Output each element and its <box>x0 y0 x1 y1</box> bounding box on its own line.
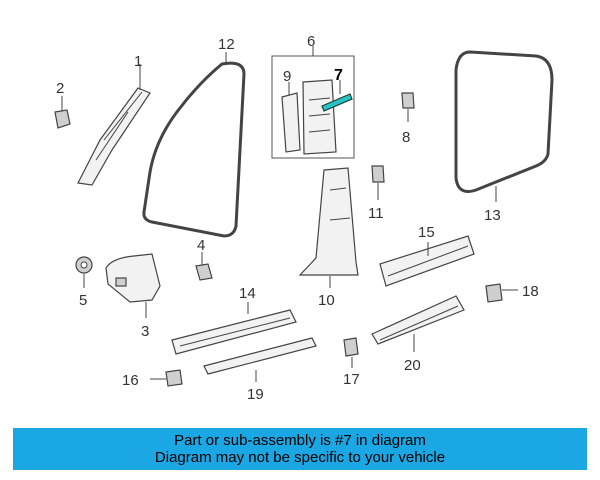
part-6-group-box <box>271 46 355 159</box>
part-13-rear-weatherstrip <box>454 50 554 202</box>
part-9-trim <box>281 92 301 153</box>
part-7-highlighted-trim <box>321 93 353 112</box>
part-11-clip <box>371 165 385 200</box>
part-2-clip <box>54 96 71 129</box>
callout-4: 4 <box>197 237 205 254</box>
part-14-sill-plate <box>171 302 297 355</box>
callout-13: 13 <box>484 207 501 224</box>
callout-5: 5 <box>79 292 87 309</box>
part-12-front-weatherstrip <box>142 52 246 238</box>
parts-diagram: 1 2 3 4 5 6 7 8 9 10 11 12 13 14 15 16 1… <box>54 33 554 403</box>
part-15-sill-trim <box>379 235 475 287</box>
callout-14: 14 <box>239 285 256 302</box>
callout-8: 8 <box>402 129 410 146</box>
callout-16: 16 <box>122 372 139 389</box>
part-10-b-pillar-lower <box>298 167 359 288</box>
callout-9: 9 <box>283 68 291 85</box>
callout-18: 18 <box>522 283 539 300</box>
callout-17: 17 <box>343 371 360 388</box>
callout-19: 19 <box>247 386 264 403</box>
callout-10: 10 <box>318 292 335 309</box>
callout-1: 1 <box>134 53 142 70</box>
banner-line-1: Part or sub-assembly is #7 in diagram <box>174 432 426 449</box>
info-banner: Part or sub-assembly is #7 in diagram Di… <box>13 428 587 470</box>
part-1-a-pillar-trim <box>77 64 151 186</box>
part-5-grommet <box>75 256 93 288</box>
part-16-clip <box>150 369 183 387</box>
banner-line-2: Diagram may not be specific to your vehi… <box>154 449 446 466</box>
callout-7: 7 <box>334 67 343 84</box>
part-20-rear-sill <box>371 295 465 352</box>
callout-2: 2 <box>56 80 64 97</box>
part-19-scuff-plate <box>203 337 317 382</box>
callout-15: 15 <box>418 224 435 241</box>
callout-11: 11 <box>368 205 384 222</box>
part-18-clip <box>485 283 518 303</box>
part-8-clip <box>401 92 415 122</box>
callout-3: 3 <box>141 323 149 340</box>
callout-6: 6 <box>307 33 315 50</box>
part-4-clip <box>195 252 213 281</box>
part-3-kick-panel <box>105 253 161 318</box>
part-17-clip <box>343 337 359 368</box>
callout-20: 20 <box>404 357 421 374</box>
callout-12: 12 <box>218 36 235 53</box>
